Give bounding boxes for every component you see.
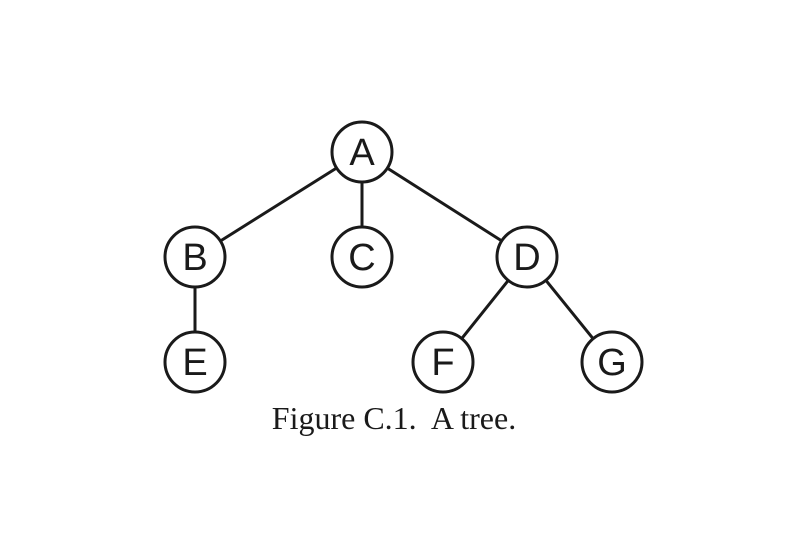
tree-node-c: C (330, 225, 394, 289)
node-circle (580, 330, 644, 394)
edge-a-d (385, 166, 504, 243)
node-label: G (597, 342, 627, 384)
node-circle (163, 330, 227, 394)
tree-node-d: D (495, 225, 559, 289)
tree-node-g: G (580, 330, 644, 394)
tree-node-a: A (330, 120, 394, 184)
figure-caption: Figure C.1. A tree. (271, 400, 517, 436)
edges-layer (193, 166, 595, 341)
node-label: F (431, 342, 454, 384)
node-circle (330, 225, 394, 289)
nodes-layer: A B C D E F G (163, 120, 644, 394)
node-circle (330, 120, 394, 184)
node-label: C (348, 237, 375, 279)
node-label: A (349, 132, 375, 174)
tree-node-b: B (163, 225, 227, 289)
edge-d-f (460, 278, 510, 341)
node-label: B (182, 237, 207, 279)
node-circle (163, 225, 227, 289)
edge-d-g (544, 278, 595, 341)
node-circle (411, 330, 475, 394)
node-label: D (513, 237, 540, 279)
node-label: E (182, 342, 207, 384)
tree-node-e: E (163, 330, 227, 394)
node-circle (495, 225, 559, 289)
edge-a-b (218, 166, 339, 243)
tree-diagram: A B C D E F G (163, 120, 644, 394)
tree-node-f: F (411, 330, 475, 394)
